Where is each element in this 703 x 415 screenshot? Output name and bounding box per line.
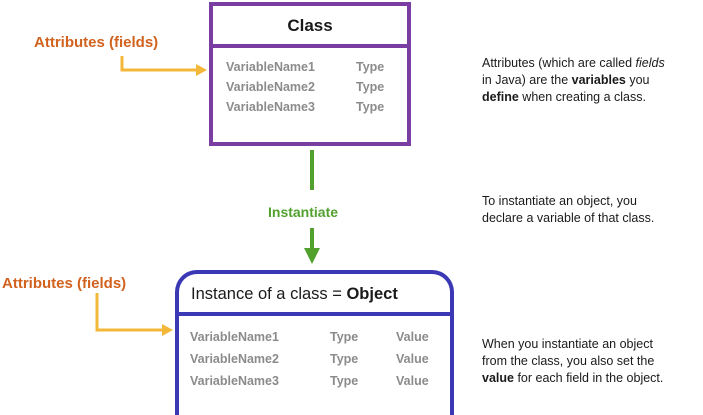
field-name: VariableName1 [190,330,279,344]
object-title-prefix: Instance of a class = [191,285,347,303]
object-field-row: VariableName2 Type Value [179,348,450,370]
field-name: VariableName3 [190,374,279,388]
object-title: Instance of a class = Object [179,274,450,316]
field-value: Value [396,352,429,366]
attributes-label-top: Attributes (fields) [34,34,159,51]
object-description: When you instantiate an object from the … [482,336,663,387]
object-field-row: VariableName1 Type Value [179,326,450,348]
class-field-row: VariableName2 Type [213,77,407,97]
field-name: VariableName2 [190,352,279,366]
class-field-row: VariableName1 Type [213,57,407,77]
field-type: Type [356,100,385,114]
field-name: VariableName1 [226,60,315,74]
field-type: Type [356,60,385,74]
class-title: Class [213,6,407,48]
attributes-top-arrow [120,56,207,76]
description-line: When you instantiate an object [482,337,653,351]
text-span: when creating a class. [518,90,646,104]
bold-text: define [482,90,519,104]
description-line: Attributes (which are called fields [482,55,665,72]
class-box: Class VariableName1 Type VariableName2 T… [209,2,411,146]
field-name: VariableName3 [226,100,315,114]
field-type: Type [330,374,359,388]
italic-text: fields [635,56,665,70]
field-type: Type [330,330,359,344]
text-span: for each field in the object. [513,371,664,385]
description-line: define when creating a class. [482,89,665,106]
field-value: Value [396,374,429,388]
field-type: Type [356,80,385,94]
attributes-label-bottom: Attributes (fields) [2,275,127,292]
field-name: VariableName2 [226,80,315,94]
bold-text: value [482,371,514,385]
object-fields: VariableName1 Type Value VariableName2 T… [179,316,450,392]
description-line: To instantiate an object, you [482,194,637,208]
description-line: declare a variable of that class. [482,211,655,225]
instantiate-arrow [304,150,320,264]
attributes-bottom-arrow [95,293,173,336]
text-span: Attributes (which are called [482,56,636,70]
object-field-row: VariableName3 Type Value [179,370,450,392]
instantiate-description: To instantiate an object, you declare a … [482,193,654,227]
object-title-emphasis: Object [346,285,398,303]
class-fields: VariableName1 Type VariableName2 Type Va… [213,48,407,117]
description-line: in Java) are the variables you [482,72,665,89]
object-box: Instance of a class = Object VariableNam… [175,270,454,415]
text-span: in Java) are the [482,73,572,87]
description-line: from the class, you also set the [482,354,655,368]
field-type: Type [330,352,359,366]
bold-text: variables [571,73,626,87]
instantiate-label: Instantiate [268,204,339,220]
text-span: you [625,73,650,87]
class-field-row: VariableName3 Type [213,97,407,117]
description-line: value for each field in the object. [482,370,663,387]
field-value: Value [396,330,429,344]
attributes-description: Attributes (which are called fields in J… [482,55,665,106]
